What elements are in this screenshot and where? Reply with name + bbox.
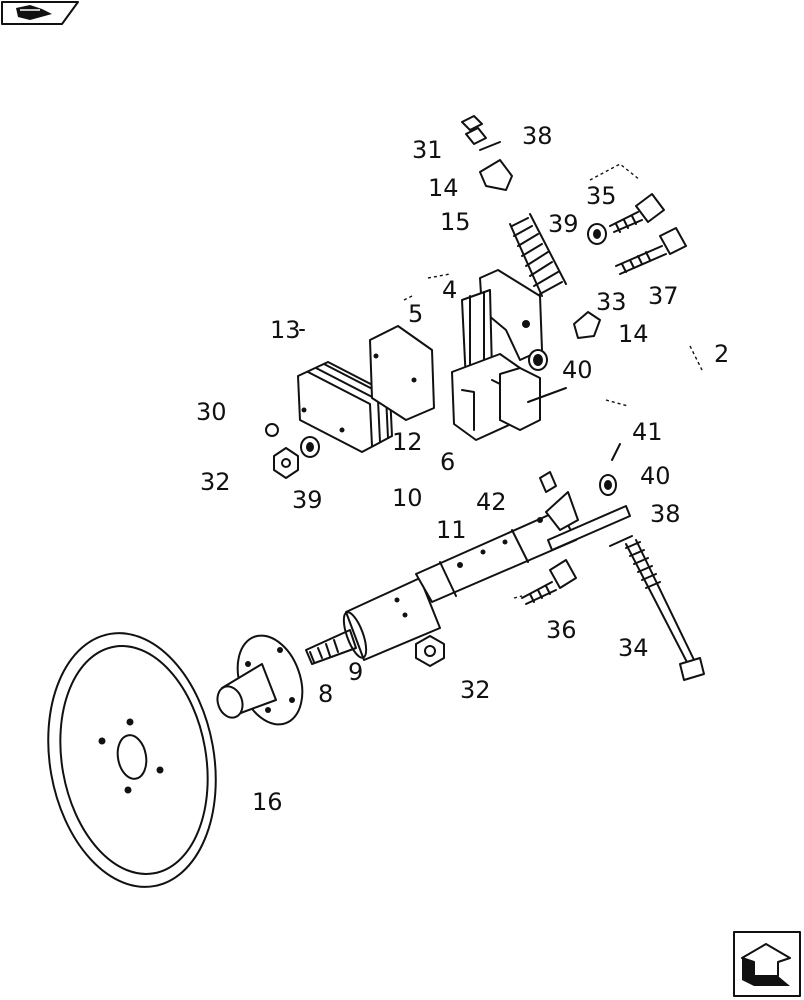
callout-36: 36 bbox=[546, 616, 577, 644]
pin-41 bbox=[611, 443, 621, 461]
callout-4: 4 bbox=[442, 276, 457, 304]
callout-39-lower: 39 bbox=[292, 486, 323, 514]
callout-12: 12 bbox=[392, 428, 423, 456]
callout-14-right: 14 bbox=[618, 320, 649, 348]
clip-14-right bbox=[573, 311, 601, 339]
top-nav-tab[interactable] bbox=[1, 1, 79, 25]
callout-31: 31 bbox=[412, 136, 443, 164]
callout-8: 8 bbox=[318, 680, 333, 708]
callout-42: 42 bbox=[476, 488, 507, 516]
bolt-37 bbox=[615, 227, 687, 275]
callout-13: 13 bbox=[270, 316, 301, 344]
callout-37: 37 bbox=[648, 282, 679, 310]
nut-30 bbox=[265, 423, 279, 437]
washer-39-lower bbox=[300, 436, 320, 458]
callout-40-right: 40 bbox=[640, 462, 671, 490]
bolt-35 bbox=[609, 193, 665, 233]
callout-10: 10 bbox=[392, 484, 423, 512]
callout-33: 33 bbox=[596, 288, 627, 316]
spring bbox=[509, 213, 567, 297]
pivot-bracket bbox=[451, 269, 567, 441]
return-nav-button[interactable] bbox=[733, 931, 801, 997]
callout-15: 15 bbox=[440, 208, 471, 236]
callout-6: 6 bbox=[440, 448, 455, 476]
washer-39-upper bbox=[587, 223, 607, 245]
long-bolt bbox=[609, 535, 705, 681]
callout-16: 16 bbox=[252, 788, 283, 816]
callout-35: 35 bbox=[586, 182, 617, 210]
clip-14-top bbox=[479, 159, 513, 191]
callout-39-upper: 39 bbox=[548, 210, 579, 238]
callout-32-upper: 32 bbox=[200, 468, 231, 496]
scraper-block bbox=[297, 325, 435, 453]
nut-32-upper bbox=[273, 447, 299, 479]
disc-blade bbox=[47, 632, 217, 888]
bolt-36 bbox=[521, 559, 577, 605]
hub bbox=[216, 634, 304, 726]
grease-fitting-42 bbox=[539, 471, 557, 493]
callout-5: 5 bbox=[408, 300, 423, 328]
callout-30: 30 bbox=[196, 398, 227, 426]
callout-41: 41 bbox=[632, 418, 663, 446]
callout-34: 34 bbox=[618, 634, 649, 662]
support-arm bbox=[415, 491, 631, 603]
small-bolt-31 bbox=[461, 115, 501, 151]
washer-40-right bbox=[599, 474, 617, 496]
callout-14-top: 14 bbox=[428, 174, 459, 202]
nut-32-lower bbox=[415, 635, 445, 667]
callout-9: 9 bbox=[348, 658, 363, 686]
callout-40-upper: 40 bbox=[562, 356, 593, 384]
return-arrow-icon bbox=[741, 943, 791, 986]
book-arrow-icon bbox=[16, 5, 52, 20]
spindle bbox=[305, 577, 441, 665]
callout-11: 11 bbox=[436, 516, 467, 544]
washer-40-upper bbox=[528, 349, 548, 371]
callout-2: 2 bbox=[714, 340, 729, 368]
callout-32-lower: 32 bbox=[460, 676, 491, 704]
callout-38-right: 38 bbox=[650, 500, 681, 528]
callout-38-top: 38 bbox=[522, 122, 553, 150]
